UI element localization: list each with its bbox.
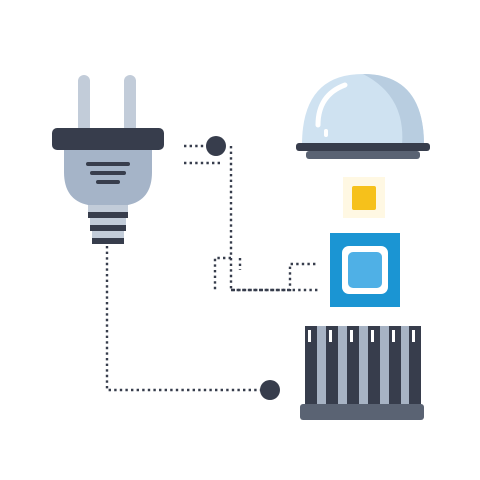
plug-relief bbox=[90, 218, 126, 225]
plug-vent bbox=[86, 162, 130, 166]
heatsink-fin bbox=[305, 326, 317, 406]
heatsink-base bbox=[300, 404, 424, 420]
plug-relief-band bbox=[90, 225, 126, 231]
plug-vent bbox=[90, 171, 126, 175]
wire-node-to-driver bbox=[229, 146, 318, 292]
connector-node-icon bbox=[260, 380, 280, 400]
heatsink-fin bbox=[347, 326, 359, 406]
wire-branch bbox=[213, 256, 231, 290]
heatsink-fin bbox=[368, 326, 380, 406]
dome-shadow bbox=[363, 74, 424, 145]
connector-node-icon bbox=[206, 136, 226, 156]
heatsink-highlight bbox=[412, 330, 415, 342]
heatsink-fin bbox=[326, 326, 338, 406]
heatsink-fin bbox=[409, 326, 421, 406]
driver-chip bbox=[348, 252, 382, 288]
plug-relief bbox=[92, 231, 124, 238]
heatsink-fin bbox=[389, 326, 401, 406]
plug-prong-right bbox=[124, 75, 136, 133]
heatsink-icon bbox=[300, 326, 424, 420]
wire-plug-to-heatsink bbox=[105, 246, 263, 392]
driver-board-icon bbox=[330, 233, 400, 307]
plug-prong-left bbox=[78, 75, 90, 133]
power-plug-icon bbox=[52, 75, 164, 244]
heatsink-highlight bbox=[392, 330, 395, 342]
dome-base-lip bbox=[306, 151, 420, 159]
heatsink-highlight bbox=[350, 330, 353, 342]
heatsink-body bbox=[305, 326, 421, 408]
heatsink-highlight bbox=[308, 330, 311, 342]
dome-base bbox=[296, 143, 430, 151]
plug-relief bbox=[88, 205, 128, 212]
plug-cap bbox=[52, 128, 164, 150]
plug-body bbox=[64, 150, 152, 205]
dotted-wires bbox=[105, 144, 318, 392]
led-chip-icon bbox=[343, 177, 385, 218]
plug-relief-band bbox=[92, 238, 124, 244]
led-chip-inner bbox=[352, 186, 376, 210]
dome-highlight bbox=[315, 82, 348, 128]
glass-dome-icon bbox=[296, 74, 430, 159]
heatsink-highlight bbox=[329, 330, 332, 342]
plug-vent bbox=[96, 180, 120, 184]
plug-relief-band bbox=[88, 212, 128, 218]
heatsink-highlight bbox=[371, 330, 374, 342]
